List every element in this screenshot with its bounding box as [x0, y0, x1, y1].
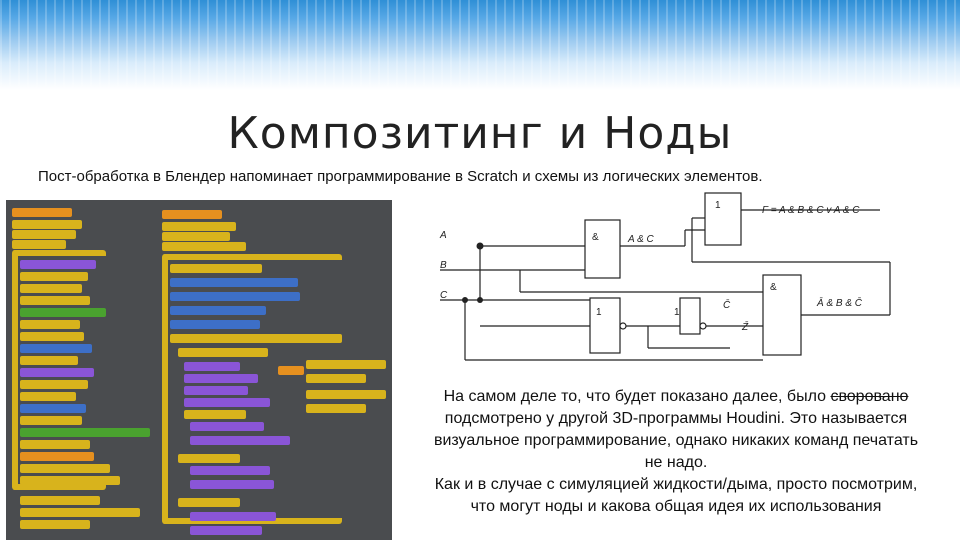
scratch-block [306, 390, 386, 399]
scratch-block [170, 278, 298, 287]
and-gate-2 [762, 274, 802, 356]
scratch-block [306, 374, 366, 383]
label-not-z: Z̄ [741, 320, 749, 333]
logic-diagram: A B C A & C F = A & B & C v A & C C̄ Z̄ … [439, 192, 891, 361]
scratch-block [20, 260, 96, 269]
scratch-block [20, 332, 84, 341]
scratch-block [170, 320, 260, 329]
scratch-block [20, 272, 88, 281]
scratch-block [12, 208, 72, 217]
scratch-block [162, 210, 222, 219]
scratch-block [162, 232, 230, 241]
scratch-block [170, 334, 342, 343]
slide-subtitle: Пост-обработка в Блендер напоминает прог… [38, 168, 763, 185]
body-paragraph: На самом деле то, что будет показано дал… [392, 386, 960, 518]
scratch-block [190, 480, 274, 489]
scratch-block [184, 374, 258, 383]
scratch-loop [12, 250, 106, 490]
input-label-c: C [440, 290, 448, 301]
label-and-ac: A & C [627, 234, 655, 245]
scratch-block [20, 440, 90, 449]
input-label-a: A [439, 230, 447, 241]
gate-symbol-and-2: & [770, 282, 777, 293]
scratch-block [20, 416, 82, 425]
and-gate-1 [584, 219, 621, 279]
scratch-block [12, 220, 82, 229]
scratch-block [20, 464, 110, 473]
scratch-block [190, 466, 270, 475]
scratch-block [12, 240, 66, 249]
not-gate-1 [589, 297, 621, 354]
struck-word: своровано [830, 388, 909, 405]
gate-symbol-or: 1 [715, 200, 721, 211]
or-gate [704, 192, 742, 246]
scratch-block [162, 222, 236, 231]
scratch-block [170, 264, 262, 273]
scratch-loop [162, 254, 342, 524]
scratch-block [20, 404, 86, 413]
input-label-b: B [440, 260, 447, 271]
scratch-block [20, 380, 88, 389]
scratch-block [20, 520, 90, 529]
scratch-block [178, 348, 268, 357]
gate-symbol-not-1: 1 [596, 307, 602, 318]
body-line-5: Как и в случае с симуляцией жидкости/дым… [434, 476, 918, 493]
scratch-block [278, 366, 304, 375]
scratch-block [20, 308, 106, 317]
scratch-block [184, 386, 248, 395]
header-pattern [0, 0, 960, 90]
gate-symbol-and-1: & [592, 232, 599, 243]
scratch-block [184, 362, 240, 371]
label-output-2: Ā & B & C̄ [816, 296, 863, 309]
slide-title: Композитинг и Ноды [227, 108, 733, 159]
scratch-block [20, 320, 80, 329]
scratch-block [190, 526, 262, 535]
label-function-f: F = A & B & C v A & C [762, 205, 860, 216]
scratch-block [162, 242, 246, 251]
scratch-block [178, 454, 240, 463]
scratch-block [190, 422, 264, 431]
scratch-block [190, 512, 276, 521]
scratch-block [20, 428, 150, 437]
scratch-block [184, 410, 246, 419]
scratch-code-image [6, 200, 392, 540]
body-line-1: На самом деле то, что будет показано дал… [392, 386, 960, 408]
header-band [0, 0, 960, 90]
scratch-block [20, 508, 140, 517]
scratch-block [20, 496, 100, 505]
scratch-block [20, 476, 120, 485]
scratch-block [20, 344, 92, 353]
body-line-2: подсмотрено у другой 3D-программы Houdin… [444, 410, 908, 427]
scratch-block [20, 356, 78, 365]
scratch-block [170, 292, 300, 301]
scratch-block [178, 498, 240, 507]
body-line-3: визуальное программирование, однако ника… [433, 432, 919, 449]
label-not-c: C̄ [723, 298, 731, 311]
scratch-block [20, 296, 90, 305]
body-line-1-text: На самом деле то, что будет показано дал… [443, 388, 831, 405]
scratch-block [20, 284, 82, 293]
not-gate-2 [679, 297, 701, 335]
body-line-4: не надо. [644, 454, 708, 471]
scratch-block [20, 392, 76, 401]
scratch-block [12, 230, 76, 239]
scratch-block [20, 452, 94, 461]
scratch-block [306, 404, 366, 413]
scratch-block [190, 436, 290, 445]
scratch-block [20, 368, 94, 377]
scratch-block [306, 360, 386, 369]
gate-symbol-not-2: 1 [674, 307, 680, 318]
scratch-block [170, 306, 266, 315]
scratch-block [184, 398, 270, 407]
body-line-6: что могут ноды и какова общая идея их ис… [470, 498, 882, 515]
